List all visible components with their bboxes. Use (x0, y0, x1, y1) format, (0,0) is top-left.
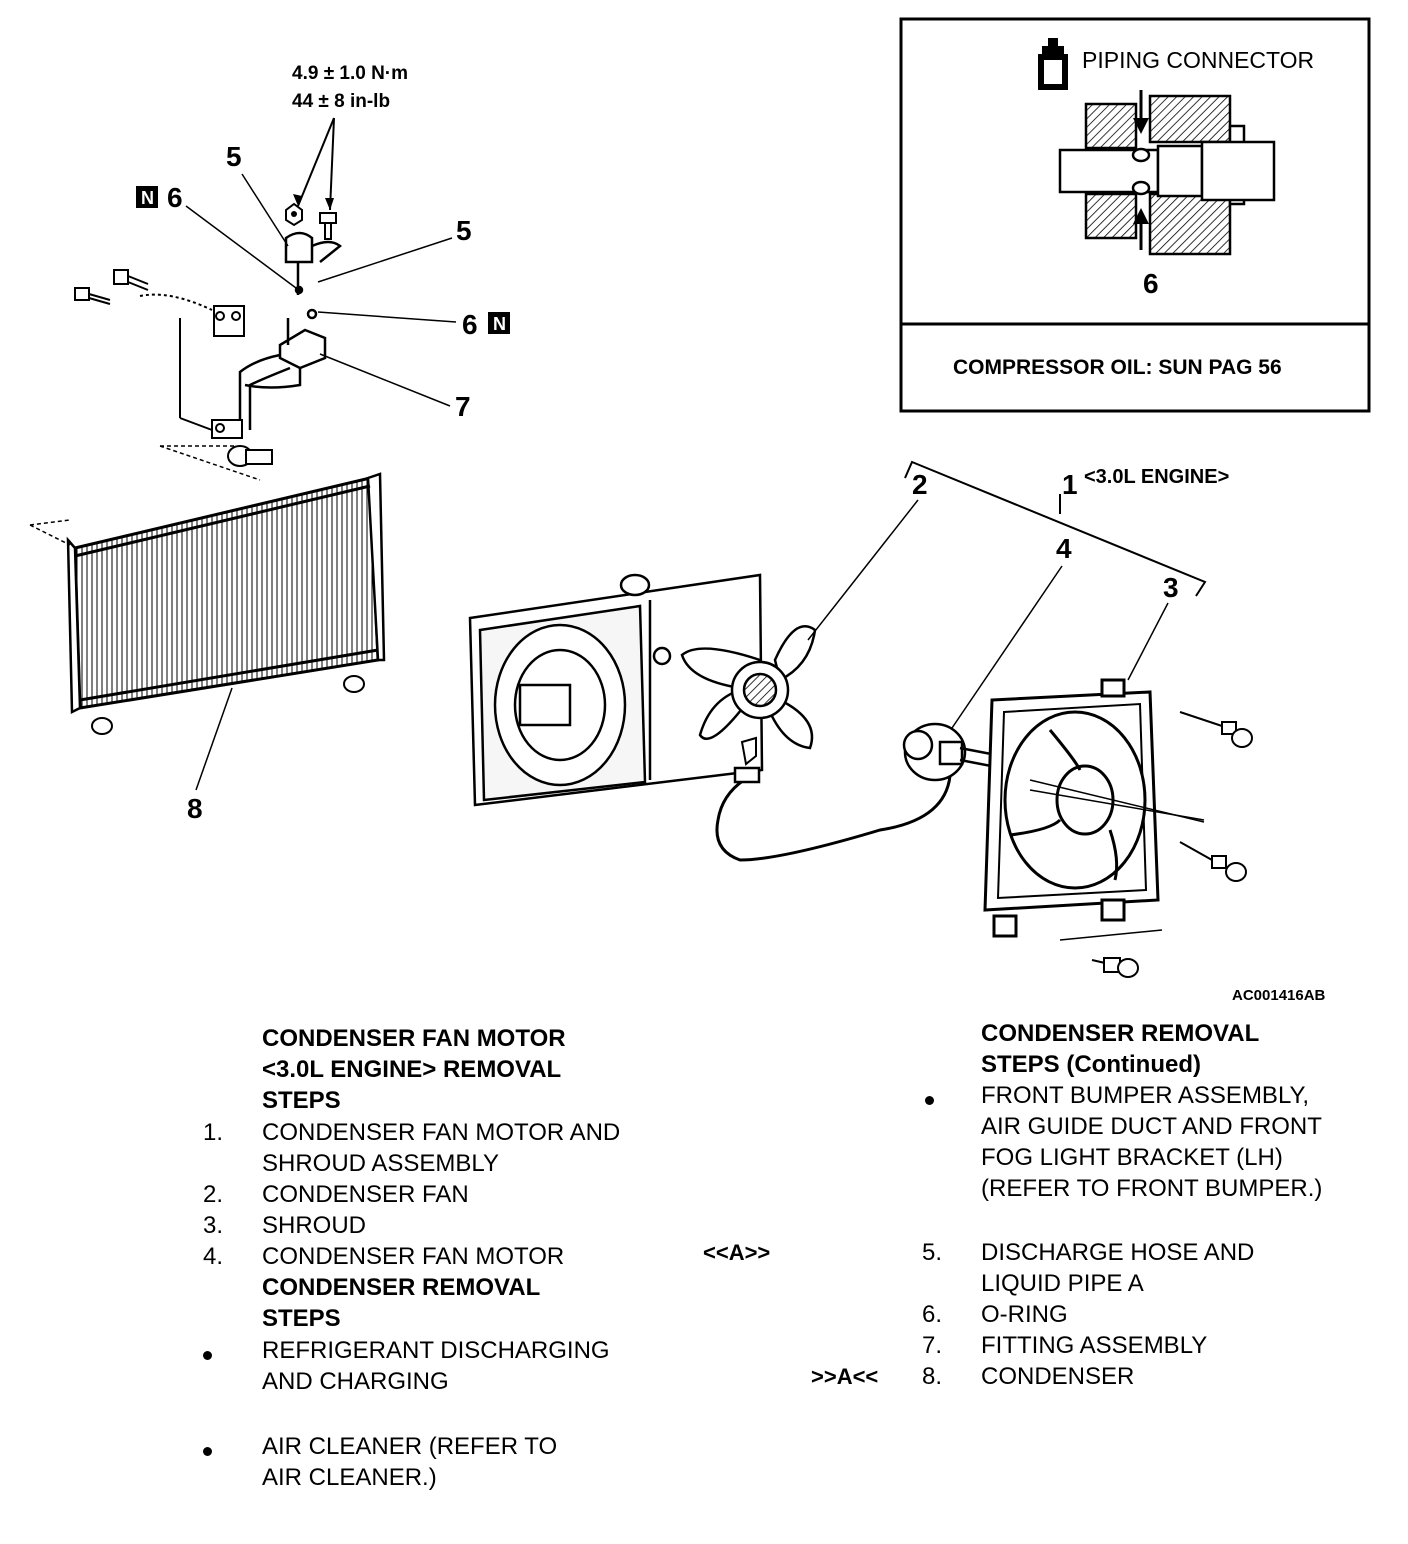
shroud-bolt-3 (1091, 957, 1139, 978)
new-part-badge-top: N (136, 186, 158, 208)
callout-4: 4 (1056, 533, 1072, 564)
inset-title: PIPING CONNECTOR (1082, 47, 1314, 73)
radiator-assembly (468, 573, 764, 807)
bracket-bolt-2 (113, 269, 149, 291)
continued-heading-line-1: CONDENSER REMOVAL (981, 1020, 1260, 1047)
step-text: SHROUD (262, 1212, 367, 1239)
callout-5-top: 5 (226, 141, 242, 172)
bullet-text: AIR CLEANER (REFER TO (262, 1433, 558, 1460)
step-number: 1. (203, 1119, 224, 1146)
continued-heading-line-2: STEPS (Continued) (981, 1051, 1201, 1078)
piping-connector-section (1058, 94, 1276, 256)
step-text: CONDENSER (981, 1363, 1135, 1390)
step-text: DISCHARGE HOSE AND (981, 1239, 1255, 1266)
callout-8: 8 (187, 793, 203, 824)
discharge-hose-assembly (238, 231, 343, 430)
step-text: FITTING ASSEMBLY (981, 1332, 1208, 1359)
condenser-heading-line-2: STEPS (262, 1305, 341, 1332)
inset-callout-6: 6 (1143, 268, 1159, 299)
condenser-fan-motor (715, 722, 1013, 862)
callout-2: 2 (912, 469, 928, 500)
step-number: 2. (203, 1181, 224, 1208)
svg-text:N: N (493, 314, 506, 334)
condenser-heading-line-1: CONDENSER REMOVAL (262, 1274, 541, 1301)
callout-1: 1 (1062, 469, 1078, 500)
bullet-text: REFRIGERANT DISCHARGING (262, 1337, 610, 1364)
flange-bolt (319, 212, 337, 240)
step-text: CONDENSER FAN (262, 1181, 469, 1208)
bullet-marker (925, 1096, 934, 1105)
torque-spec-inlb: 44 ± 8 in-lb (292, 91, 390, 112)
condenser (66, 472, 386, 735)
bullet-text: (REFER TO FRONT BUMPER.) (981, 1175, 1323, 1202)
torque-spec-nm: 4.9 ± 1.0 N·m (292, 63, 408, 84)
piping-connector-inset: PIPING CONNECTOR 6 COMPRESSOR OIL: SUN P… (899, 17, 1371, 413)
callout-6-top: 6 (167, 182, 183, 213)
bullet-marker (203, 1351, 212, 1360)
step-number: 8. (922, 1363, 943, 1390)
step-text: O-RING (981, 1301, 1068, 1328)
callout-5-right: 5 (456, 215, 472, 246)
svg-text:N: N (141, 188, 154, 208)
bullet-text: AND CHARGING (262, 1368, 449, 1395)
removal-service-mark: <<A>> (703, 1240, 771, 1265)
step-number: 6. (922, 1301, 943, 1328)
step-number: 7. (922, 1332, 943, 1359)
exploded-view-diagram: 4.9 ± 1.0 N·m 44 ± 8 in-lb (29, 17, 1371, 1004)
oil-bottle-icon (1038, 38, 1068, 90)
step-text: SHROUD ASSEMBLY (262, 1150, 499, 1177)
fan-shroud (983, 678, 1160, 938)
callout-6-right: 6 (462, 309, 478, 340)
fan-heading-line-1: CONDENSER FAN MOTOR (262, 1025, 566, 1052)
step-text: CONDENSER FAN MOTOR (262, 1243, 565, 1270)
bullet-text: FOG LIGHT BRACKET (LH) (981, 1144, 1283, 1171)
step-number: 5. (922, 1239, 943, 1266)
fan-heading-line-3: STEPS (262, 1087, 341, 1114)
step-number: 4. (203, 1243, 224, 1270)
bullet-text: AIR CLEANER.) (262, 1464, 437, 1491)
condenser-mount-bolt (227, 445, 273, 467)
shroud-bolt-1 (1179, 711, 1253, 748)
bullet-marker (203, 1447, 212, 1456)
step-number: 3. (203, 1212, 224, 1239)
fan-nut (740, 736, 757, 766)
condenser-fan (680, 625, 817, 750)
fan-heading-line-2: <3.0L ENGINE> REMOVAL (262, 1056, 562, 1083)
flange-nut (285, 202, 303, 227)
step-text: CONDENSER FAN MOTOR AND (262, 1119, 621, 1146)
shroud-bolt-2 (1179, 841, 1247, 882)
callout-3: 3 (1163, 572, 1179, 603)
compressor-oil-note: COMPRESSOR OIL: SUN PAG 56 (953, 356, 1282, 379)
new-part-badge-right: N (488, 312, 510, 334)
bracket-bolt-1 (74, 287, 111, 305)
step-text: LIQUID PIPE A (981, 1270, 1144, 1297)
pipe-bracket (139, 293, 245, 439)
callout-7: 7 (455, 391, 471, 422)
bullet-text: FRONT BUMPER ASSEMBLY, (981, 1082, 1310, 1109)
engine-note: <3.0L ENGINE> (1084, 466, 1229, 488)
figure-code: AC001416AB (1232, 987, 1326, 1004)
installation-service-mark: >>A<< (811, 1364, 879, 1389)
bullet-text: AIR GUIDE DUCT AND FRONT (981, 1113, 1322, 1140)
